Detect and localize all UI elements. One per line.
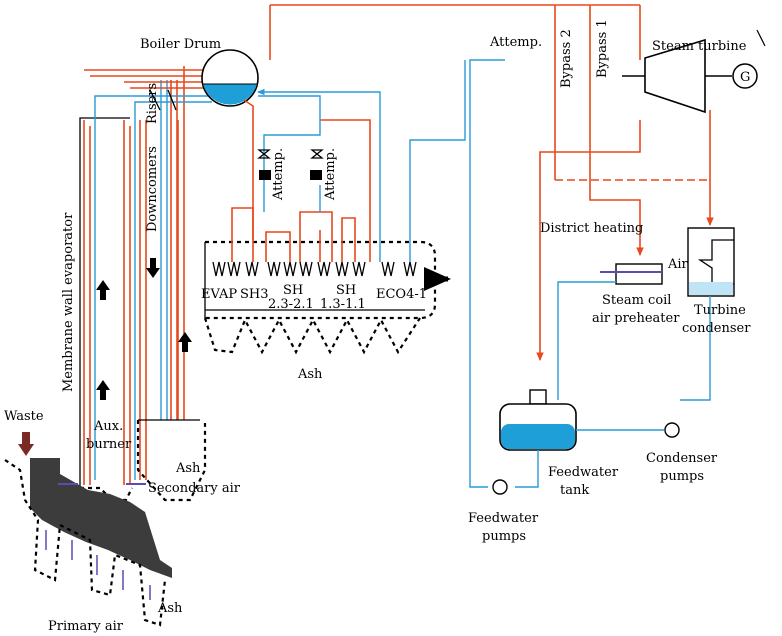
label-ash-boiler: Ash xyxy=(297,367,323,382)
label-condenser-pumps-1: Condenser xyxy=(646,451,718,466)
risers-downcomers xyxy=(84,69,218,130)
tube-bundles xyxy=(212,261,417,277)
label-district-heating: District heating xyxy=(540,221,643,236)
label-boiler-drum: Boiler Drum xyxy=(140,37,221,52)
label-downcomers: Downcomers xyxy=(145,146,160,232)
label-steam-coil-2: air preheater xyxy=(592,311,680,326)
label-secondary-air: Secondary air xyxy=(148,481,241,496)
label-attemp-2: Attemp. xyxy=(323,148,338,201)
label-feedwater-tank-1: Feedwater xyxy=(548,465,619,480)
furnace xyxy=(79,66,207,502)
flow-arrows xyxy=(96,258,192,400)
superheater-piping xyxy=(231,5,466,262)
label-ash-hopper: Ash xyxy=(175,461,201,476)
label-feedwater-pumps-2: pumps xyxy=(482,529,526,544)
label-generator: G xyxy=(740,70,750,85)
label-bypass2: Bypass 2 xyxy=(559,29,574,88)
air-arrows xyxy=(45,483,151,600)
label-evap: EVAP xyxy=(201,287,237,302)
label-aux-burner-2: burner xyxy=(86,437,132,452)
feedwater-tank xyxy=(469,270,664,488)
label-steam-coil-1: Steam coil xyxy=(602,293,671,308)
label-steam-turbine: Steam turbine xyxy=(652,39,747,54)
label-air: Air xyxy=(667,257,689,272)
label-turbine-condenser-2: condenser xyxy=(682,321,751,336)
label-sh23-a: SH xyxy=(283,283,303,298)
label-turbine-condenser-1: Turbine xyxy=(694,303,746,318)
label-primary-air: Primary air xyxy=(48,619,124,634)
label-sh3: SH3 xyxy=(240,287,269,302)
waste-grate xyxy=(4,432,172,627)
label-feedwater-tank-2: tank xyxy=(560,483,589,498)
steam-turbine xyxy=(622,29,766,114)
label-eco: ECO4-1 xyxy=(376,287,427,302)
label-membrane-wall: Membrane wall evaporator xyxy=(61,212,76,392)
steam-coil-air-preheater xyxy=(557,263,663,400)
label-aux-burner-1: Aux. xyxy=(93,419,123,434)
label-sh13-a: SH xyxy=(336,283,356,298)
label-feedwater-pumps-1: Feedwater xyxy=(468,511,539,526)
label-waste: Waste xyxy=(4,409,44,424)
boiler-drum xyxy=(201,49,259,107)
main-steam-line xyxy=(270,4,714,361)
attemperator-sh xyxy=(257,149,324,180)
convection-pass xyxy=(203,240,451,355)
label-bypass1: Bypass 1 xyxy=(595,19,610,78)
label-attemp-1: Attemp. xyxy=(271,148,286,201)
label-sh13-b: 1.3-1.1 xyxy=(320,297,366,312)
label-sh23-b: 2.3-2.1 xyxy=(268,297,314,312)
label-ash-grate: Ash xyxy=(157,601,183,616)
label-attemp-top: Attemp. xyxy=(489,35,542,50)
turbine-condenser xyxy=(680,227,735,401)
label-risers: Risers xyxy=(145,83,160,124)
label-condenser-pumps-2: pumps xyxy=(660,469,704,484)
pumps xyxy=(492,422,680,495)
